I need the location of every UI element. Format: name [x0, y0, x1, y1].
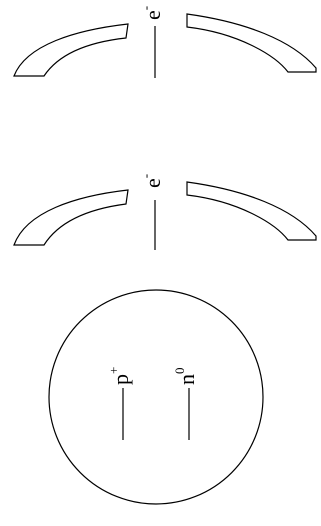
svg-text:n0: n0 [172, 368, 199, 386]
svg-text:p+: p+ [106, 367, 133, 385]
proton-label: p+ [106, 367, 133, 385]
proton-symbol: p [108, 374, 133, 385]
neutron-charge: 0 [172, 368, 187, 375]
inner-electron-shell: e- [14, 174, 316, 250]
outer-electron-label: e- [138, 6, 165, 20]
inner-electron-symbol: e [140, 178, 165, 188]
outer-electron-charge: - [138, 6, 153, 10]
inner-shell-right-arc [187, 182, 316, 240]
svg-text:e-: e- [138, 6, 165, 20]
nucleus: p+ n0 [49, 290, 263, 504]
outer-shell-right-arc [187, 14, 316, 72]
svg-text:e-: e- [138, 174, 165, 188]
outer-electron-shell: e- [14, 6, 316, 78]
proton-charge: + [106, 367, 121, 374]
neutron-label: n0 [172, 368, 199, 386]
inner-electron-label: e- [138, 174, 165, 188]
neutron-symbol: n [174, 374, 199, 385]
nucleus-circle [49, 290, 263, 504]
inner-electron-charge: - [138, 174, 153, 178]
outer-electron-symbol: e [140, 10, 165, 20]
inner-shell-left-arc [14, 190, 128, 245]
outer-shell-left-arc [14, 24, 128, 76]
